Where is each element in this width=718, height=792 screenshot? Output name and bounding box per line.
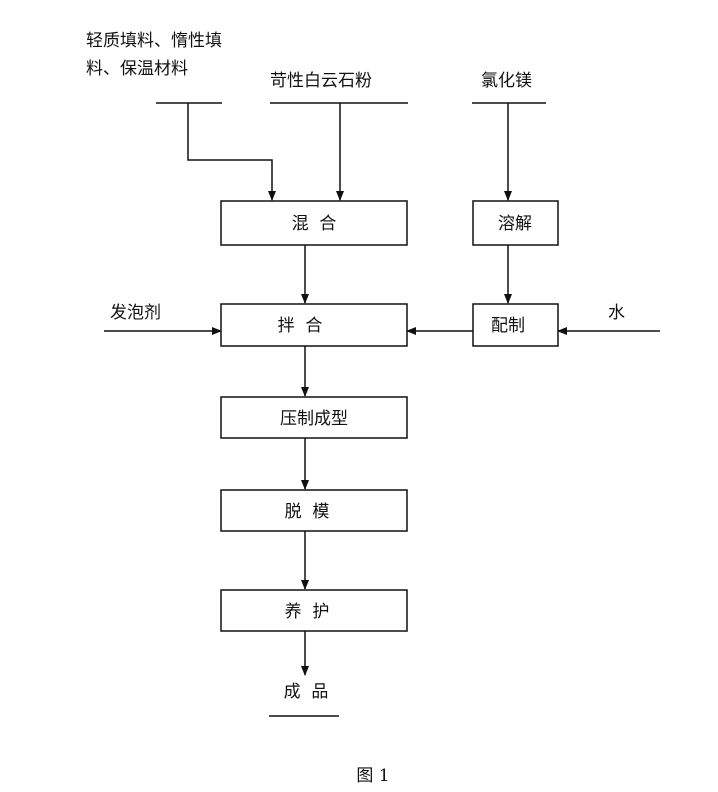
input-label-water: 水 — [608, 303, 625, 323]
stir-box — [220, 303, 408, 347]
product-label: 成 品 — [284, 682, 329, 702]
fillers-to-mix-arrow — [187, 103, 276, 201]
mix-box-label: 混 合 — [292, 214, 337, 234]
figure-caption: 图 1 — [356, 766, 389, 786]
prepare-box-label: 配制 — [491, 316, 525, 336]
input-label-fillers-line1: 轻质填料、惰性填 — [86, 31, 222, 51]
input-label-mgcl: 氯化镁 — [481, 71, 532, 91]
input-label-dolomite: 苛性白云石粉 — [270, 71, 372, 91]
mix-box — [220, 200, 408, 246]
dissolve-box — [472, 200, 559, 246]
press-box — [220, 396, 408, 439]
input-label-fillers-line2: 料、保温材料 — [86, 59, 188, 79]
press-box-label: 压制成型 — [280, 409, 348, 429]
prepare-box — [472, 303, 559, 347]
cure-box — [220, 589, 408, 632]
demold-box-label: 脱 模 — [285, 502, 330, 522]
dissolve-box-label: 溶解 — [498, 214, 532, 234]
stir-box-label: 拌 合 — [278, 316, 323, 336]
input-label-foaming: 发泡剂 — [110, 303, 161, 323]
cure-box-label: 养 护 — [285, 602, 330, 622]
demold-box — [220, 489, 408, 532]
